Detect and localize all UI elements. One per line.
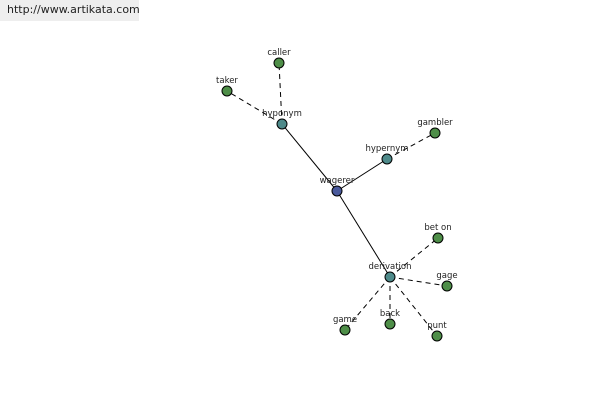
edge-derivation-bet_on (389, 237, 439, 278)
node-punt[interactable] (431, 330, 443, 342)
node-back[interactable] (384, 318, 396, 330)
node-label-bet_on: bet on (424, 223, 451, 233)
edge-hyponym-caller (278, 62, 283, 125)
graph-labels: wagerer hyponym hypernym derivation caller ta… (216, 48, 458, 331)
edge-hyponym-taker (226, 90, 283, 125)
node-label-back: back (380, 309, 400, 319)
node-bet_on[interactable] (432, 232, 444, 244)
node-label-hypernym: hypernym (365, 144, 408, 154)
edge-wagerer-derivation (336, 190, 391, 278)
source-url-link[interactable]: http://www.artikata.com (0, 0, 140, 21)
node-hypernym[interactable] (381, 153, 393, 165)
node-caller[interactable] (273, 57, 285, 69)
node-label-gage: gage (436, 271, 457, 281)
node-label-hyponym: hyponym (262, 109, 302, 119)
edge-derivation-game (344, 276, 391, 331)
node-gambler[interactable] (429, 127, 441, 139)
node-gage[interactable] (441, 280, 453, 292)
edge-derivation-punt (389, 276, 438, 337)
edge-derivation-gage (389, 276, 448, 287)
node-hyponym[interactable] (276, 118, 288, 130)
node-label-caller: caller (267, 48, 291, 58)
node-label-wagerer: wagerer (320, 176, 355, 186)
node-game[interactable] (339, 324, 351, 336)
node-wagerer[interactable] (331, 185, 343, 197)
edge-wagerer-hyponym (281, 123, 338, 192)
node-label-punt: punt (427, 321, 447, 331)
node-derivation[interactable] (384, 271, 396, 283)
edge-wagerer-hypernym (336, 158, 388, 192)
graph-nodes (221, 57, 453, 342)
node-taker[interactable] (221, 85, 233, 97)
edge-hypernym-gambler (386, 132, 436, 160)
graph-edges (226, 62, 448, 337)
node-label-derivation: derivation (368, 262, 411, 272)
node-label-gambler: gambler (417, 118, 453, 128)
node-label-taker: taker (216, 76, 238, 86)
node-label-game: game (333, 315, 357, 325)
